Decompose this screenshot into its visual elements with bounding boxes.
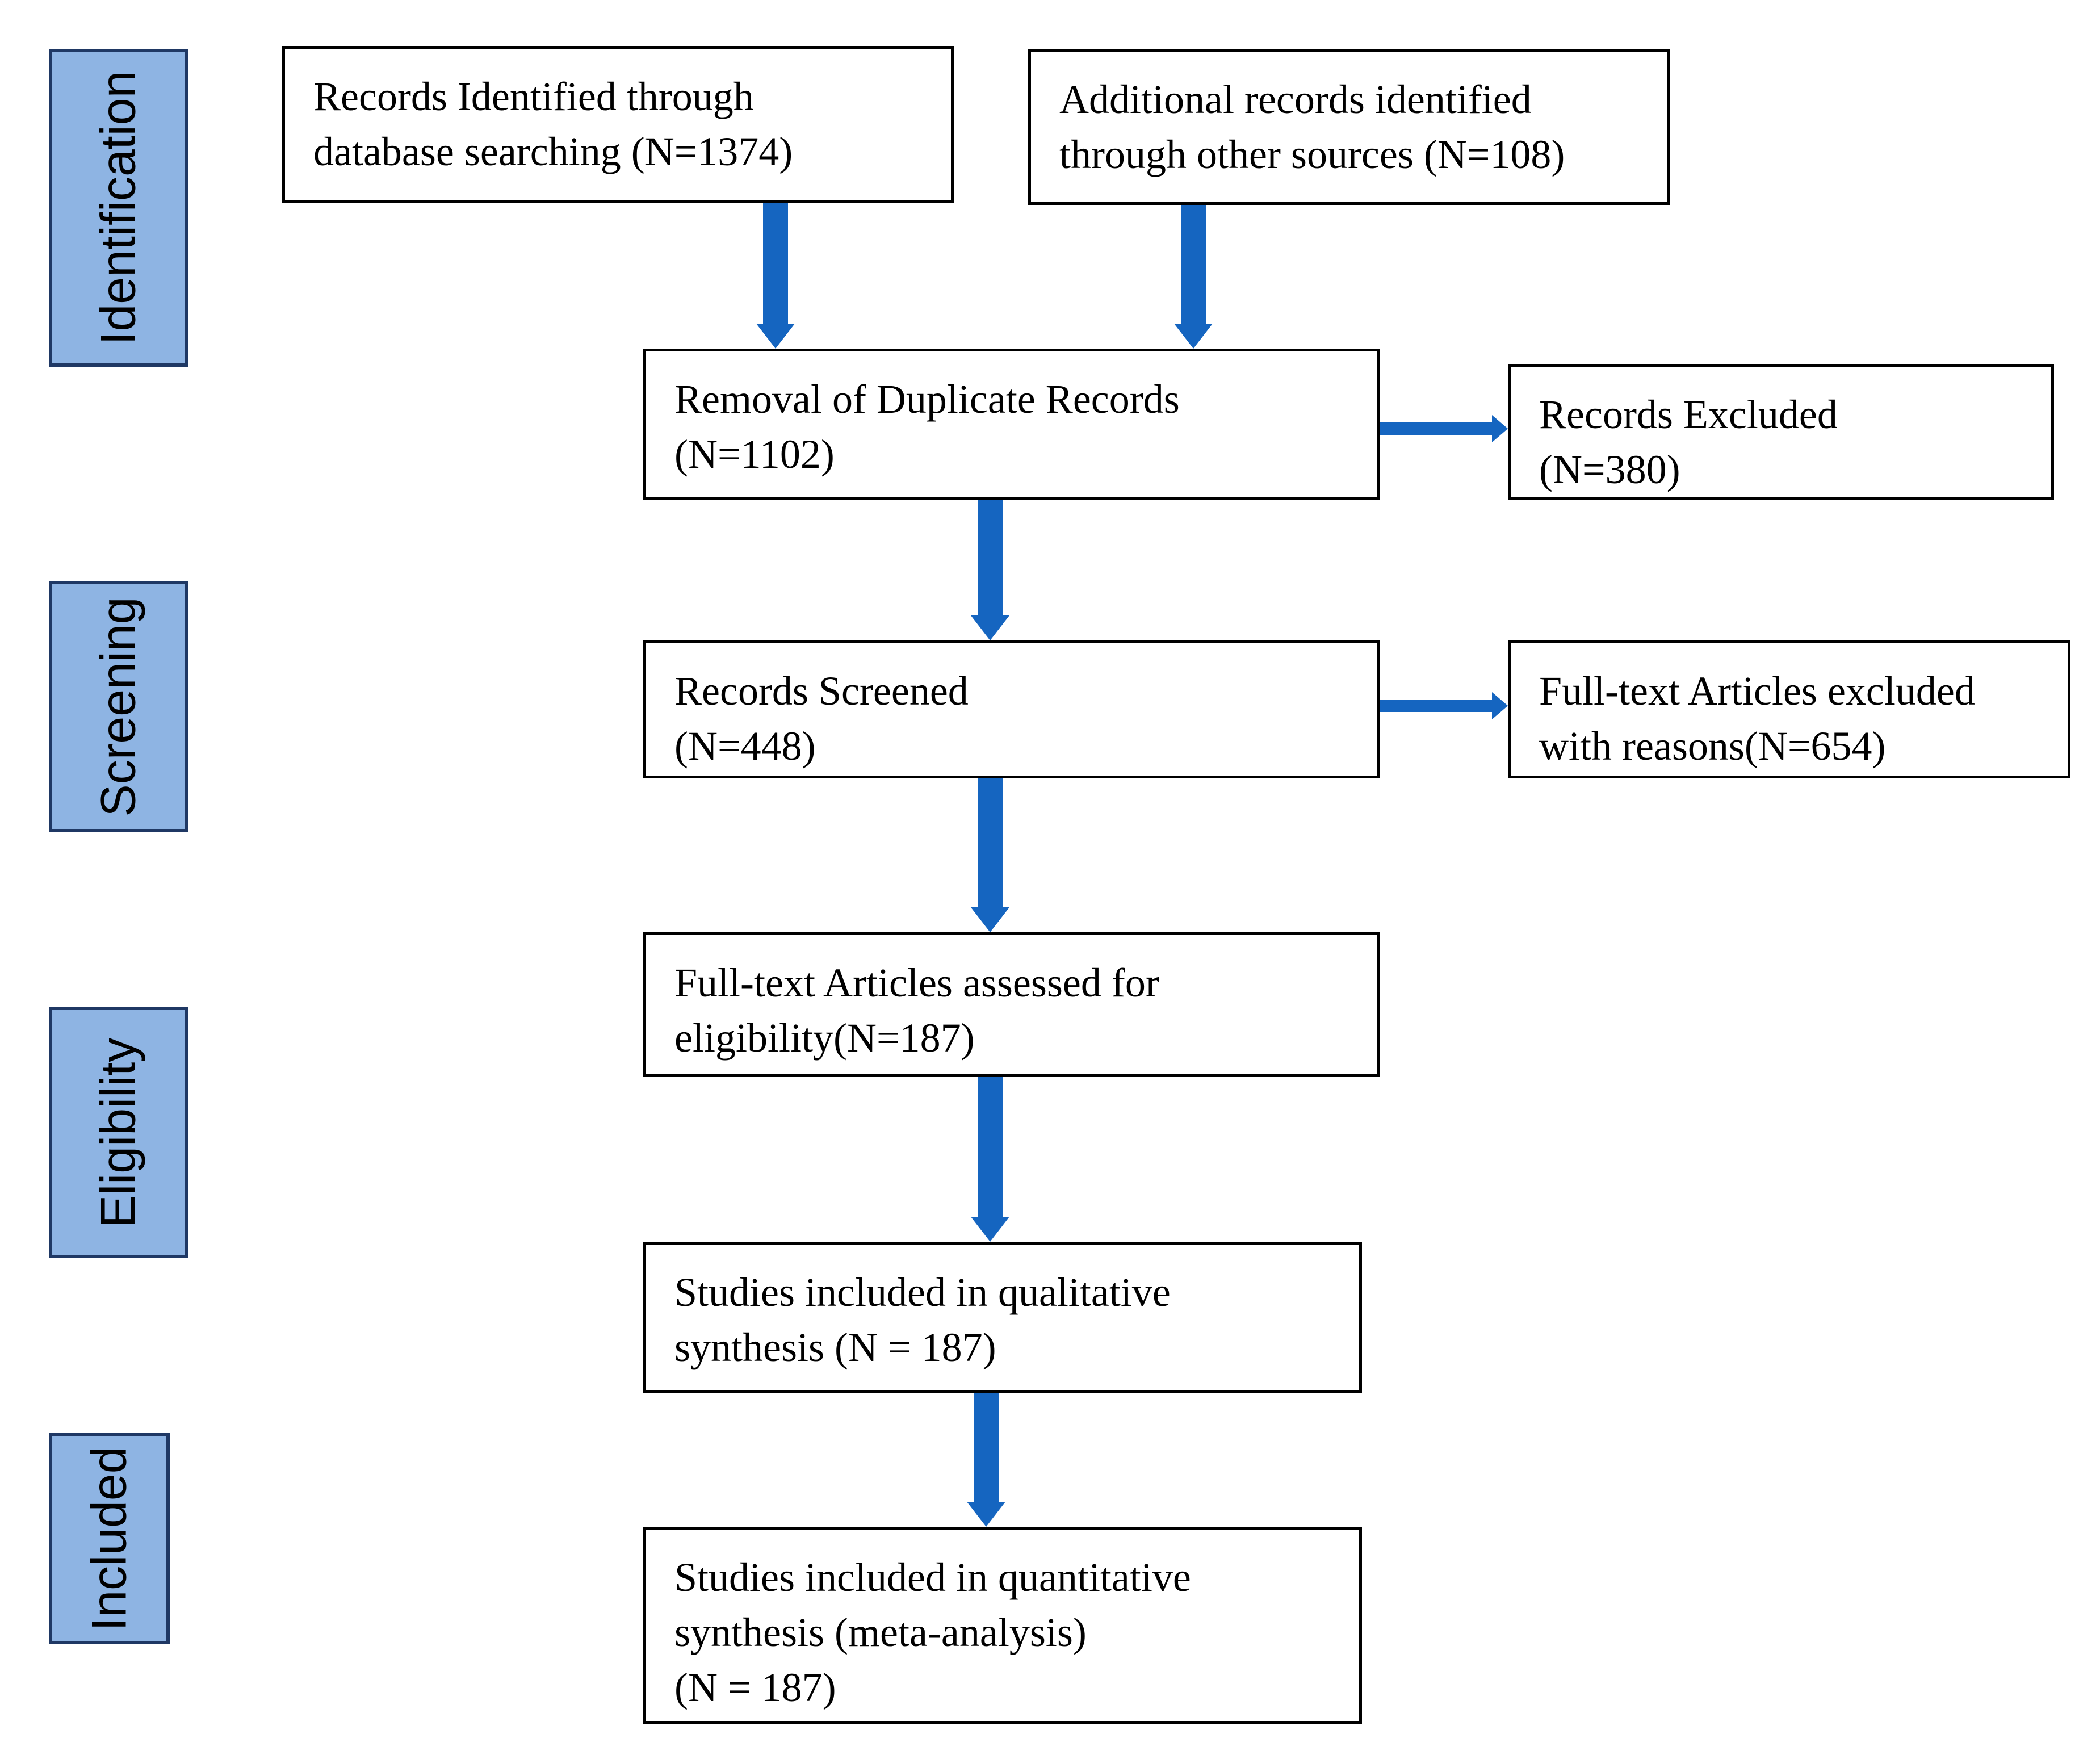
box-qualitative-synthesis: Studies included in qualitative synthesi…	[643, 1242, 1362, 1393]
arrow-duplicates-to-excluded	[1380, 415, 1508, 442]
box-database-records: Records Identified through database sear…	[282, 46, 954, 203]
stage-eligibility: Eligibility	[49, 1007, 188, 1258]
arrow-assessed-to-qualitative	[971, 1077, 1009, 1242]
stage-screening: Screening	[49, 581, 188, 832]
box-records-screened-text: Records Screened (N=448)	[674, 668, 969, 769]
arrow-other-sources-to-duplicates	[1174, 205, 1213, 349]
box-other-sources: Additional records identified through ot…	[1028, 49, 1670, 205]
box-records-excluded: Records Excluded (N=380)	[1508, 364, 2054, 500]
box-quantitative-synthesis: Studies included in quantitative synthes…	[643, 1527, 1362, 1724]
box-records-screened: Records Screened (N=448)	[643, 640, 1380, 778]
box-records-excluded-text: Records Excluded (N=380)	[1539, 392, 1838, 492]
arrow-database-to-duplicates	[756, 203, 795, 349]
box-qualitative-synthesis-text: Studies included in qualitative synthesi…	[674, 1270, 1171, 1370]
box-duplicates-removed: Removal of Duplicate Records (N=1102)	[643, 349, 1380, 500]
box-fulltext-excluded: Full-text Articles excluded with reasons…	[1508, 640, 2070, 778]
box-quantitative-synthesis-text: Studies included in quantitative synthes…	[674, 1555, 1191, 1710]
stage-included: Included	[49, 1433, 170, 1644]
box-fulltext-assessed: Full-text Articles assessed for eligibil…	[643, 932, 1380, 1077]
box-fulltext-excluded-text: Full-text Articles excluded with reasons…	[1539, 668, 1975, 769]
box-duplicates-removed-text: Removal of Duplicate Records (N=1102)	[674, 376, 1180, 477]
arrow-screened-to-assessed	[971, 778, 1009, 932]
box-other-sources-text: Additional records identified through ot…	[1059, 77, 1565, 177]
box-database-records-text: Records Identified through database sear…	[313, 74, 793, 174]
box-fulltext-assessed-text: Full-text Articles assessed for eligibil…	[674, 960, 1159, 1061]
arrow-duplicates-to-screened	[971, 500, 1009, 640]
arrow-screened-to-fulltext-excluded	[1380, 692, 1508, 719]
arrow-qualitative-to-quantitative	[967, 1393, 1005, 1527]
stage-identification: Identification	[49, 49, 188, 367]
